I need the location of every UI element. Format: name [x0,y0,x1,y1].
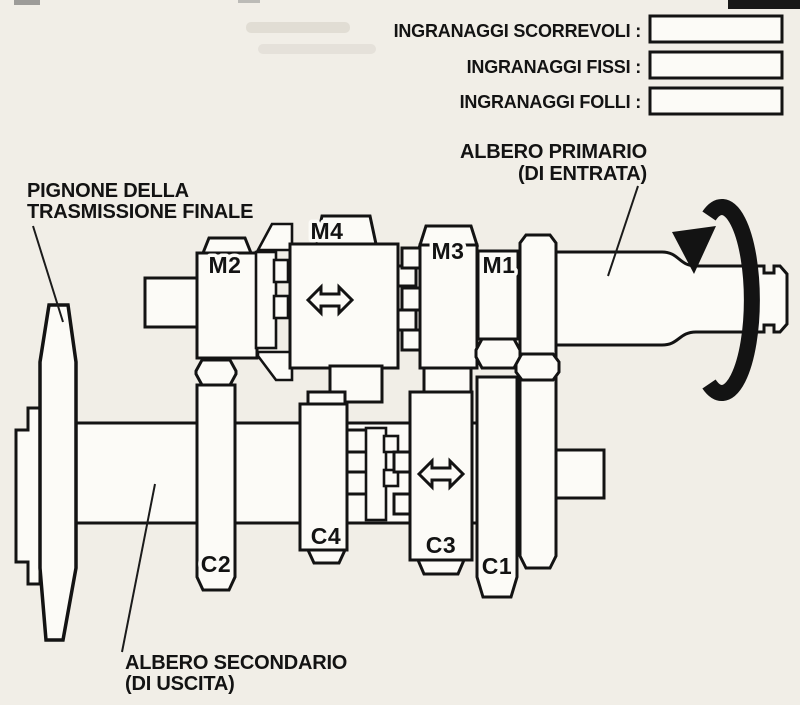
gear-m2-cap [200,236,254,255]
gear-label-m4: M4 [311,218,344,244]
callout-primario-line1: ALBERO PRIMARIO [460,141,647,163]
legend-swatch-diagonal-hatch [648,14,784,44]
gear-label-m3: M3 [432,238,465,264]
page-crop-mark [14,0,40,5]
legend-swatch-dots [648,50,784,80]
dog-tooth [272,258,290,284]
bleed-through-smudge [246,22,350,33]
gear-c4 [298,390,400,565]
leader-line-primario [607,185,639,277]
page-crop-mark [238,0,260,3]
legend-label-folli: INGRANAGGI FOLLI : [460,92,641,112]
gear-m1-body [476,249,520,341]
gear-m1 [474,249,522,370]
legend: INGRANAGGI SCORREVOLI : INGRANAGGI FISSI… [394,14,784,116]
gear-c3-bottom-cap [415,558,467,576]
double-arrow-icon [305,283,355,317]
gear-c1 [475,375,519,599]
dog-tooth [272,294,290,320]
final-drive-pinion [14,303,78,642]
bearing-disc-body [518,233,558,570]
gear-label-m1: M1 [483,252,516,278]
page-crop-mark [728,0,800,9]
dog-tooth [396,308,418,332]
gear-label-c3: C3 [426,532,456,558]
gear-label-c2: C2 [201,551,231,577]
gear-label-m2: M2 [209,252,242,278]
rotation-arrowhead-icon [672,226,716,274]
callout-primario-line2: (DI ENTRATA) [518,163,647,185]
gear-label-c1: C1 [482,553,512,579]
primary-shaft-splined-tip [754,264,789,334]
scan-artifacts [14,0,800,54]
gear-c2 [194,358,238,592]
legend-label-scorrevoli: INGRANAGGI SCORREVOLI : [394,21,641,41]
gear-m1-boss [474,337,522,370]
gear-c1-body [475,375,519,599]
primary-shaft-left-stub [143,276,199,329]
gear-c4-bottom-cap [305,548,348,565]
bearing-disc [514,233,561,570]
pinion-body [38,303,78,642]
input-rotation [672,199,760,401]
dog-tab [256,350,294,382]
pinion-hub [14,406,42,586]
dog-tooth [345,428,369,454]
rotation-arrow-icon [702,199,760,401]
bearing-disc-collar [514,352,561,382]
gear-label-c4: C4 [311,523,341,549]
legend-label-fissi: INGRANAGGI FISSI : [467,57,641,77]
leader-line-secondario [121,483,156,653]
gear-m4-body [288,242,400,370]
legend-swatch-horizontal-lines [648,86,784,116]
callout-secondario-line2: (DI USCITA) [125,673,235,695]
gear-c3-cap [422,366,473,394]
secondary-shaft-end-stub [554,448,606,500]
gear-c2-body [195,383,237,592]
bleed-through-smudge [258,44,376,54]
slide-arrows [305,283,466,491]
callouts: PIGNONE DELLA TRASMISSIONE FINALE ALBERO… [27,141,647,695]
gear-labels: M2 M4 M3 M1 C2 C4 C3 C1 [197,215,518,583]
dog-tooth [345,470,369,496]
callout-pignone-line2: TRASMISSIONE FINALE [27,201,253,223]
dog-tab [255,222,294,252]
callout-secondario-line1: ALBERO SECONDARIO [125,652,347,674]
dog-tooth [382,468,400,488]
callout-pignone-line1: PIGNONE DELLA [27,180,189,202]
gear-m4 [288,214,418,404]
gear-c4-cap [306,390,347,406]
double-arrow-icon [416,457,466,491]
leader-line-pignone [32,225,64,323]
primary-shaft [543,250,758,347]
gear-m2 [195,222,294,382]
gear-c2-boss [194,358,238,387]
dog-tooth [382,434,400,454]
